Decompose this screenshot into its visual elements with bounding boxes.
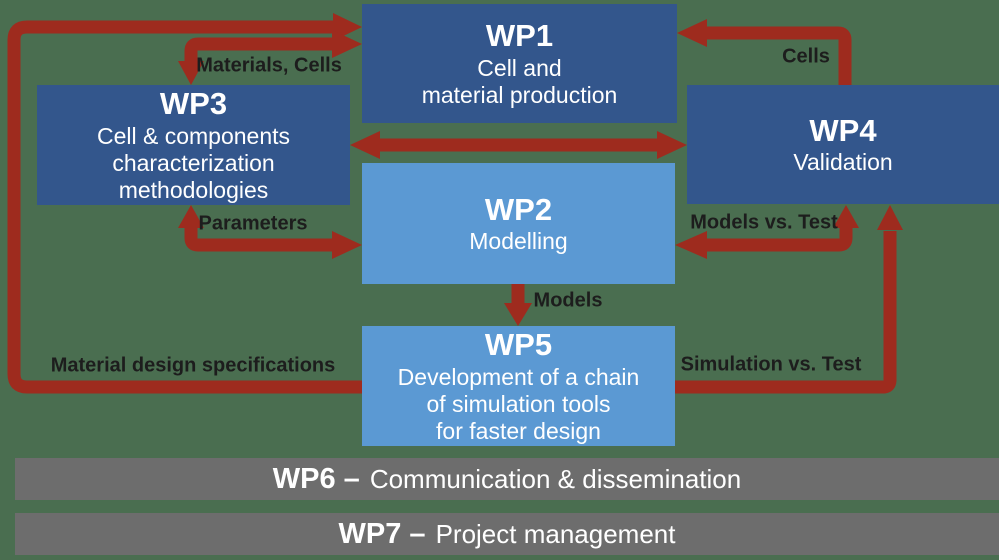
wp3-title: WP3 xyxy=(159,86,228,122)
wp4-box: WP4 Validation xyxy=(687,85,999,204)
parameters-arrowhead-right xyxy=(332,231,362,259)
wp3-line: methodologies xyxy=(118,176,269,203)
wp7-prefix: WP7 – xyxy=(338,517,426,550)
wp1-line: material production xyxy=(421,81,618,108)
wp6-prefix: WP6 – xyxy=(272,462,360,495)
wp2-title: WP2 xyxy=(484,191,553,227)
wp5-line: of simulation tools xyxy=(426,390,611,417)
materials-cells-arrow-line xyxy=(184,37,333,63)
wp5-line: for faster design xyxy=(436,417,601,444)
label-materials-cells: Materials, Cells xyxy=(196,54,342,77)
wp2-box: WP2 Modelling xyxy=(362,163,675,284)
label-simulation-vs-test: Simulation vs. Test xyxy=(680,353,862,376)
wp1-line: Cell and xyxy=(477,54,562,81)
wp2-line: Modelling xyxy=(469,228,568,255)
wp5-line: Development of a chain xyxy=(397,363,640,390)
wp3-wp4-arrowhead-left xyxy=(350,131,380,159)
materials-cells-arrowhead-right xyxy=(332,30,362,58)
wp1-box: WP1 Cell and material production xyxy=(362,4,677,123)
material-design-loop-arrow-line xyxy=(7,20,362,394)
models-vs-test-arrowhead-left xyxy=(675,231,707,259)
wp4-line: Validation xyxy=(793,149,893,176)
wp6-bar: WP6 – Communication & dissemination xyxy=(15,458,999,500)
label-parameters: Parameters xyxy=(198,212,308,235)
cells-arrowhead-left xyxy=(677,19,707,47)
models-arrowhead-down xyxy=(504,303,532,326)
label-cells: Cells xyxy=(782,45,830,68)
models-vs-test-arrowhead-up xyxy=(833,205,859,228)
label-material-design-specifications: Material design specifications xyxy=(50,354,336,377)
wp7-label: Project management xyxy=(435,518,676,549)
wp7-bar: WP7 – Project management xyxy=(15,513,999,555)
wp1-title: WP1 xyxy=(485,18,554,54)
simulation-vs-test-arrow-line xyxy=(675,231,897,394)
models-vs-test-arrow-line xyxy=(706,226,853,252)
wp5-box: WP5 Development of a chain of simulation… xyxy=(362,326,675,446)
wp3-wp4-arrowhead-right xyxy=(657,131,687,159)
cells-arrow-line xyxy=(706,26,852,86)
parameters-arrowhead-up xyxy=(178,205,204,228)
label-models: Models xyxy=(533,289,603,312)
label-models-vs-test: Models vs. Test xyxy=(690,211,838,234)
parameters-arrow-line xyxy=(184,226,333,252)
materials-cells-arrowhead-down xyxy=(178,61,204,85)
wp6-label: Communication & dissemination xyxy=(369,463,742,494)
wp4-title: WP4 xyxy=(809,112,877,148)
simulation-vs-test-arrowhead-up xyxy=(877,205,903,230)
wp5-title: WP5 xyxy=(484,327,553,363)
wp3-line: characterization xyxy=(112,149,275,176)
wp3-line: Cell & components xyxy=(96,122,291,149)
wp3-box: WP3 Cell & components characterization m… xyxy=(37,85,350,205)
